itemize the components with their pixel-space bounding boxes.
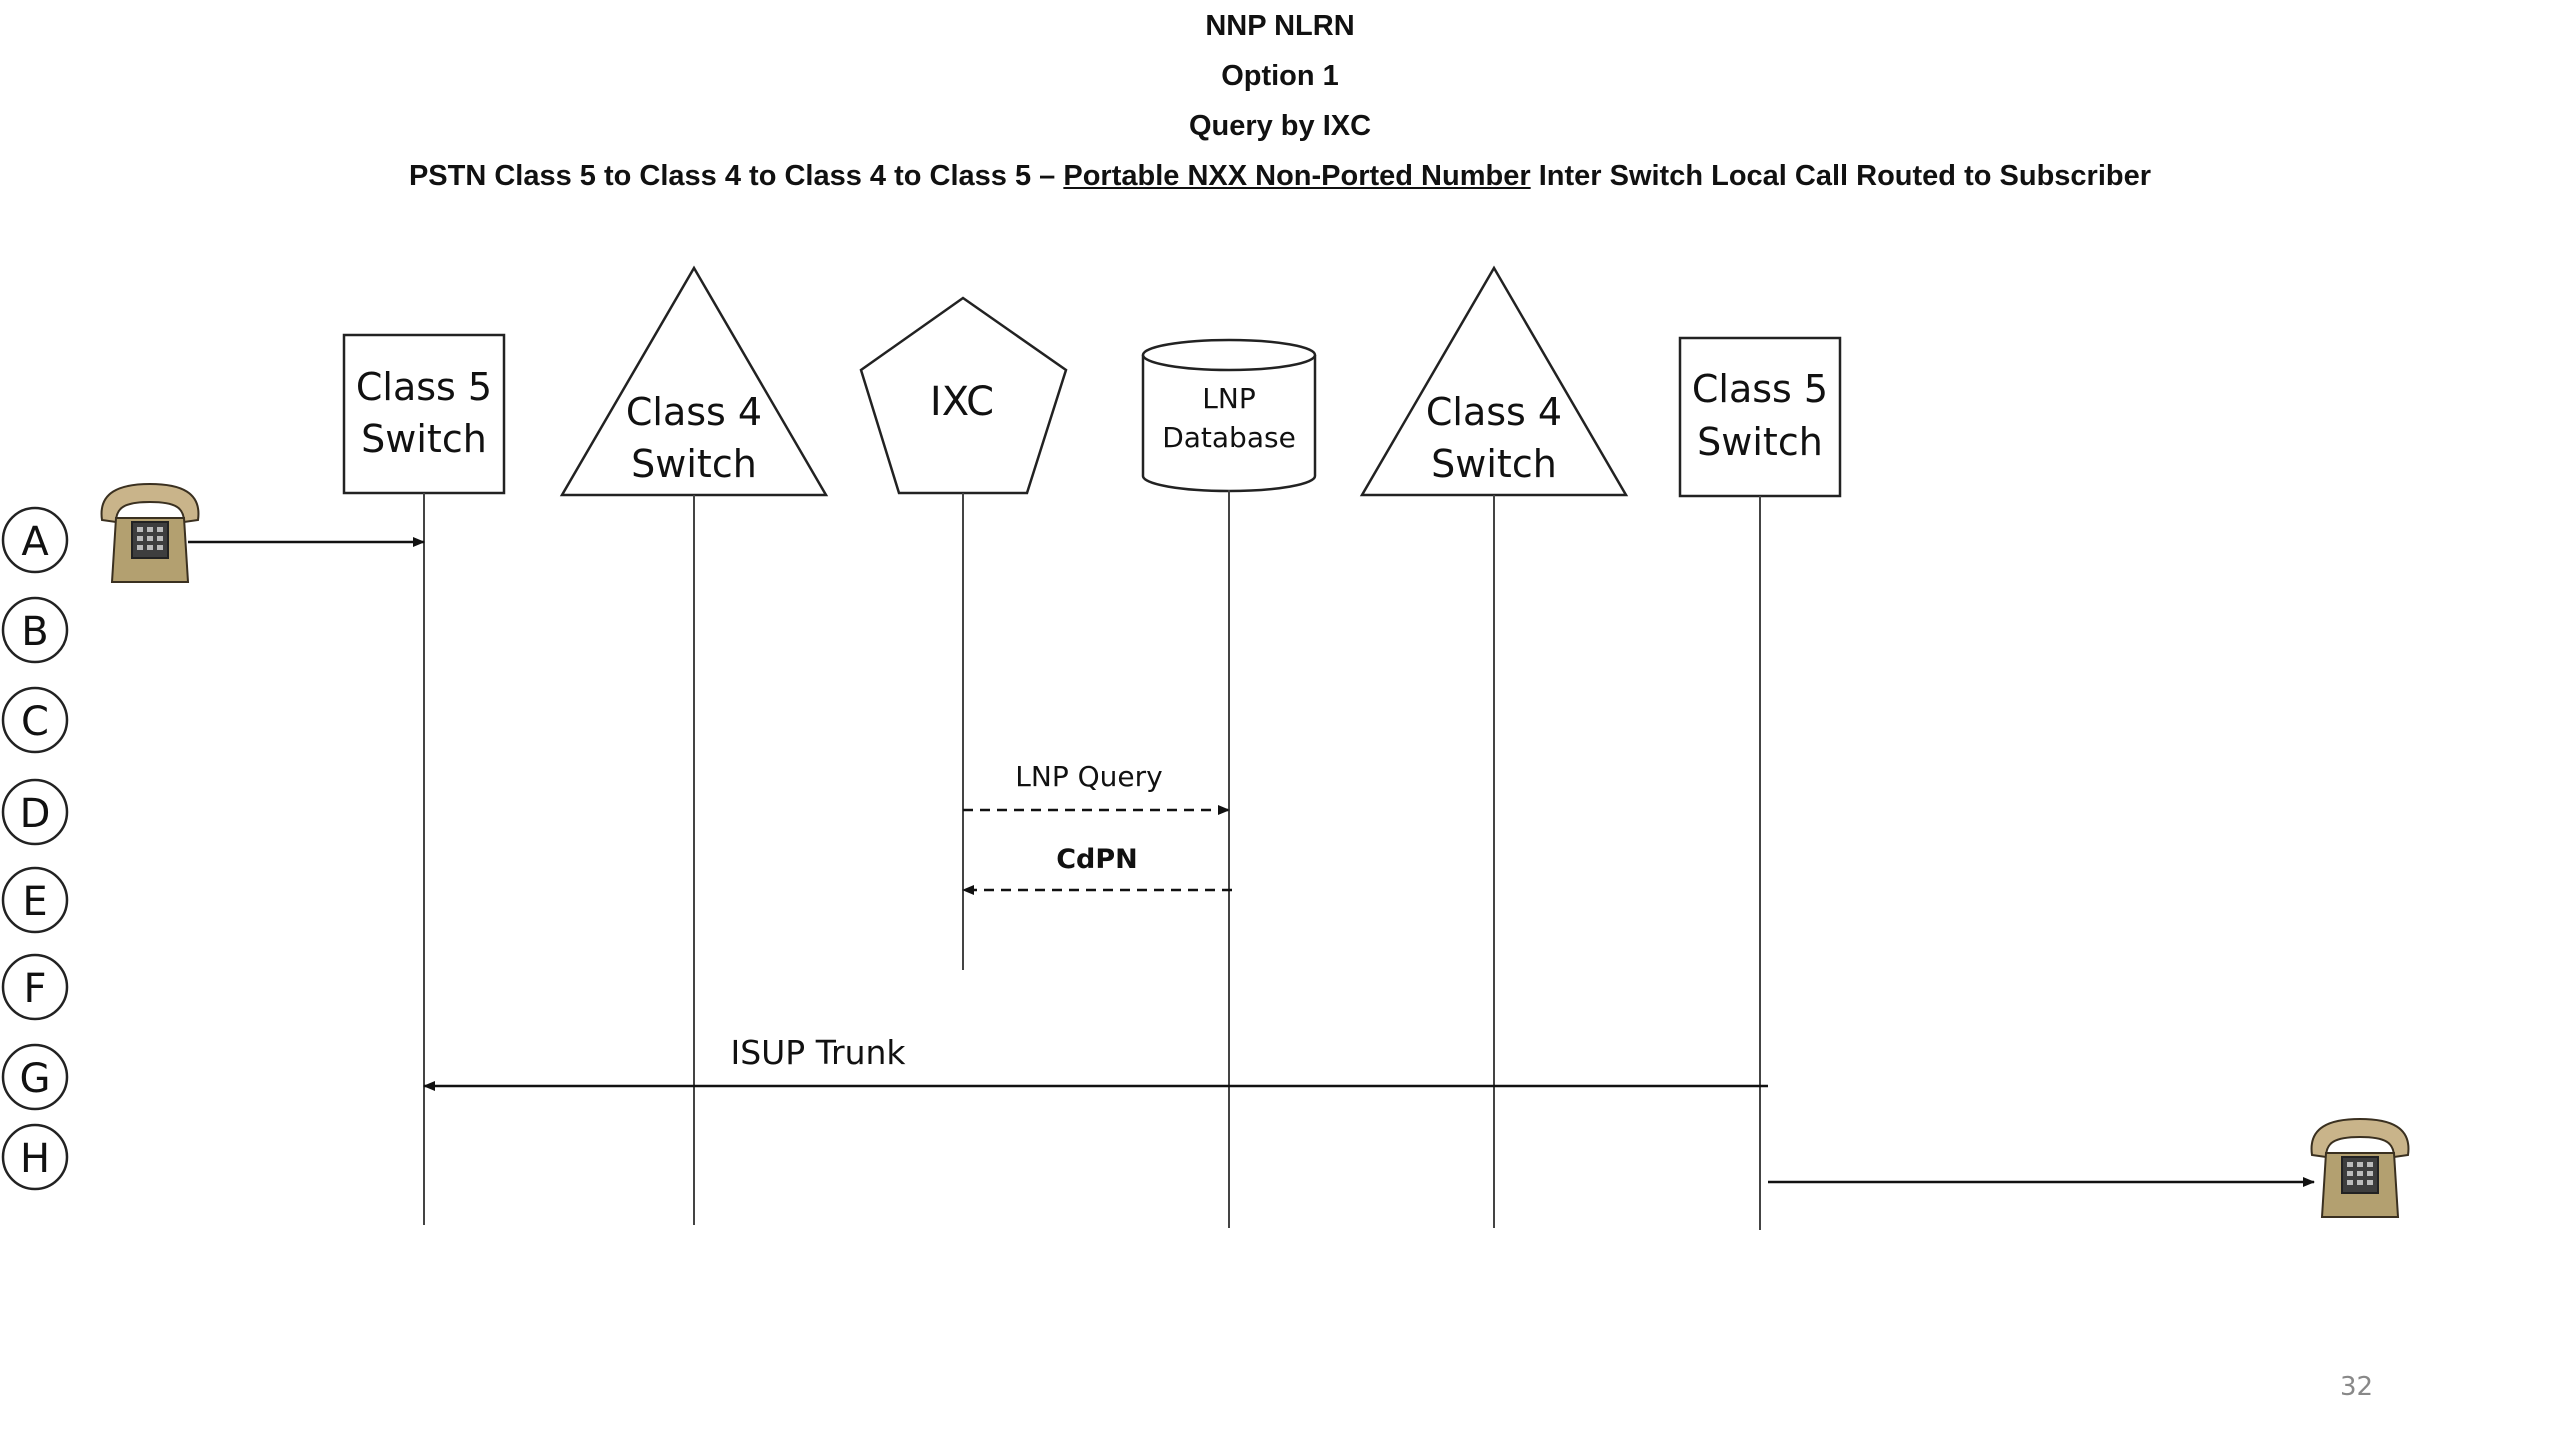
- node-label-line1: Class 4: [626, 390, 762, 434]
- node-class5-switch-left: Class 5 Switch: [342, 333, 506, 495]
- telephone-icon: [2310, 1118, 2410, 1218]
- node-label-line2: Switch: [361, 417, 487, 461]
- node-label-line2: Switch: [1697, 420, 1823, 464]
- step-h: H: [1, 1123, 69, 1191]
- message-label-lnp-query: LNP Query: [1015, 760, 1162, 793]
- node-class5-switch-right: Class 5 Switch: [1678, 336, 1842, 498]
- node-label-line1: Class 4: [1426, 390, 1562, 434]
- node-class4-switch-left: Class 4 Switch: [559, 265, 829, 497]
- telephone-icon: [100, 483, 200, 583]
- node-label-line1: LNP: [1202, 382, 1255, 415]
- svg-text:A: A: [21, 519, 49, 565]
- message-label-isup-trunk: ISUP Trunk: [730, 1033, 906, 1072]
- node-label-line2: Switch: [1431, 442, 1557, 486]
- diagram-option: Option 1: [1221, 60, 1339, 92]
- node-class4-switch-right: Class 4 Switch: [1359, 265, 1629, 497]
- lifelines: [423, 490, 1761, 1230]
- node-ixc: IXC: [859, 296, 1068, 495]
- svg-text:D: D: [20, 791, 51, 837]
- node-label-line1: Class 5: [356, 365, 492, 409]
- node-lnp-database: LNP Database: [1141, 338, 1317, 493]
- node-label-line2: Switch: [631, 442, 757, 486]
- step-markers: A B C D E F G H: [1, 506, 69, 1191]
- node-label-line1: IXC: [930, 379, 994, 425]
- svg-text:C: C: [21, 699, 49, 745]
- description-underlined: Portable NXX Non-Ported Number: [1063, 160, 1531, 192]
- diagram-title: NNP NLRN: [1205, 10, 1355, 42]
- step-g: G: [1, 1043, 69, 1111]
- step-b: B: [1, 596, 69, 664]
- svg-text:H: H: [20, 1136, 50, 1182]
- step-c: C: [1, 686, 69, 754]
- step-e: E: [1, 866, 69, 934]
- svg-text:G: G: [20, 1056, 51, 1102]
- page-number: 32: [2340, 1372, 2374, 1402]
- message-label-cdpn: CdPN: [1056, 844, 1138, 875]
- description-prefix: PSTN Class 5 to Class 4 to Class 4 to Cl…: [408, 160, 1064, 192]
- step-f: F: [1, 953, 69, 1021]
- svg-text:E: E: [22, 879, 47, 925]
- description-suffix: Inter Switch Local Call Routed to Subscr…: [1530, 160, 2152, 192]
- svg-text:B: B: [21, 609, 48, 655]
- svg-text:F: F: [23, 966, 46, 1012]
- step-a: A: [1, 506, 69, 574]
- step-d: D: [1, 778, 69, 846]
- diagram-query-by: Query by IXC: [1188, 110, 1372, 142]
- node-label-line1: Class 5: [1692, 367, 1828, 411]
- node-label-line2: Database: [1162, 421, 1296, 454]
- diagram-description: PSTN Class 5 to Class 4 to Class 4 to Cl…: [0, 160, 2560, 193]
